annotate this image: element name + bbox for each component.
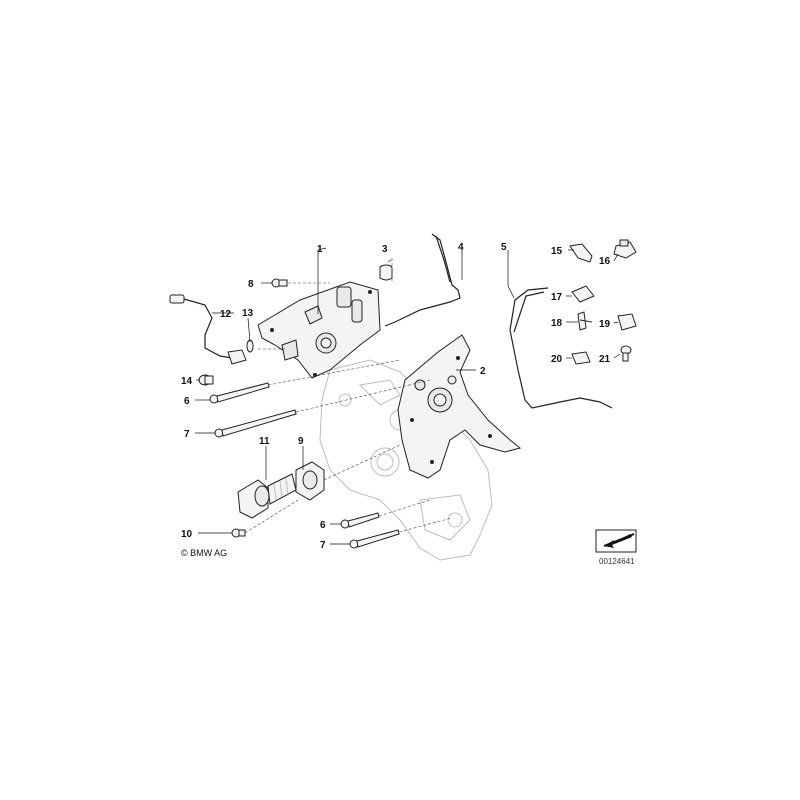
callout-8: 8 [248,279,254,290]
part-6-bolt-upper [209,382,270,404]
callout-10: 10 [181,529,193,540]
copyright-text: © BMW AG [181,548,227,558]
callout-21: 21 [599,354,611,365]
part-4-gasket-upper [384,233,461,327]
part-7-bolt-upper [214,409,297,438]
arrow-down-left-icon[interactable] [595,529,637,553]
callout-19: 19 [599,319,611,330]
drawing-number: 00124641 [599,557,635,566]
callout-18: 18 [551,318,563,329]
part-1-upper-timing-cover [257,281,381,379]
assembly-dash-lines [244,258,453,534]
part-9-flange-seal [295,461,325,501]
part-12-sensor-cable [169,294,247,365]
part-14-plug [198,374,214,386]
part-10-screw [231,528,246,538]
callout-labels: 1 2 3 4 5 6 7 8 9 10 11 12 13 14 15 16 1… [181,242,611,551]
callout-17: 17 [551,292,563,303]
callout-5: 5 [501,242,507,253]
part-15-bracket [569,243,593,263]
callout-20: 20 [551,354,563,365]
part-7-bolt-lower [349,529,400,549]
part-16-clip [613,239,637,259]
part-6-bolt-lower [340,512,380,529]
part-20-clamp [571,351,591,365]
callout-1: 1 [317,244,323,255]
callout-11: 11 [259,436,270,447]
callout-6-lower: 6 [320,520,326,531]
callout-13: 13 [242,308,254,319]
part-19-clip [617,313,637,331]
part-3-dowel-sleeve [379,264,393,281]
callout-3: 3 [382,244,388,255]
callout-14: 14 [181,376,193,387]
part-17-clip [571,285,595,303]
callout-6: 6 [184,396,190,407]
callout-7: 7 [184,429,190,440]
callout-9: 9 [298,436,304,447]
part-2-lower-timing-cover [397,334,522,479]
leader-lines [195,247,621,545]
callout-16: 16 [599,256,611,267]
callout-4: 4 [458,242,464,253]
callout-7-lower: 7 [320,540,326,551]
part-18-holder [577,311,593,331]
callout-15: 15 [551,246,563,257]
callout-12: 12 [220,309,232,320]
part-21-screw [620,345,632,362]
part-11-solenoid-valve [237,473,297,519]
part-5-gasket-lower [509,287,613,409]
callout-2: 2 [480,366,486,377]
part-8-bolt [271,278,288,288]
